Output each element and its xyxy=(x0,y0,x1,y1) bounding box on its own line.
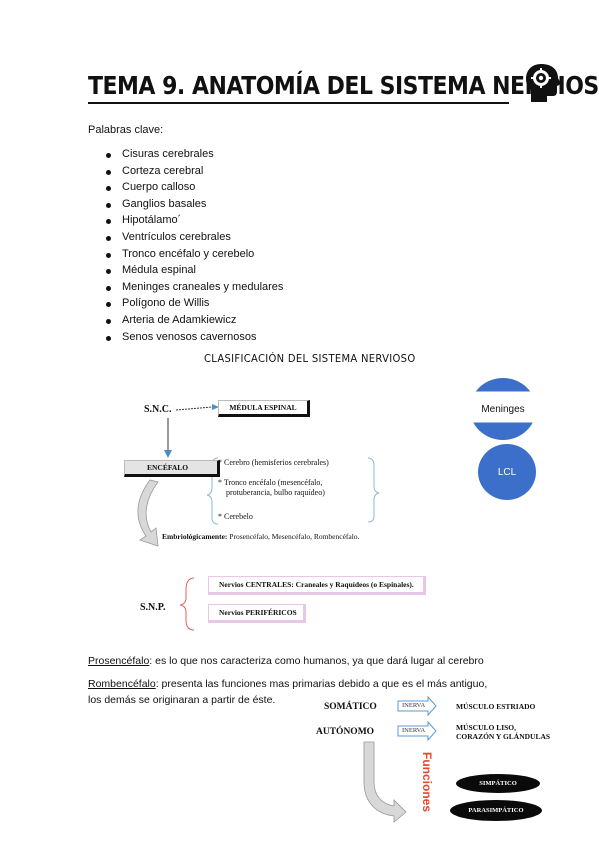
nervios-perifericos-box: Nervios PERIFÉRICOS xyxy=(208,604,306,623)
list-item: Senos venosos cavernosos xyxy=(106,331,283,348)
inerva-arrow-label: INERVA xyxy=(402,702,426,709)
encefalo-item: protuberancia, bulbo raquídeo) xyxy=(226,488,325,497)
brain-head-icon xyxy=(526,64,561,102)
embrio-text: Prosencéfalo, Mesencéfalo, Rombencéfalo. xyxy=(227,532,360,541)
list-item: Cuerpo calloso xyxy=(106,181,283,198)
rombencefalo-paragraph: Rombencéfalo: presenta las funciones mas… xyxy=(88,678,487,690)
meninges-circle: Meninges xyxy=(470,378,536,440)
musculo-estriado-label: MÚSCULO ESTRIADO xyxy=(456,702,536,711)
parasimpatico-pill: PARASIMPÁTICO xyxy=(450,800,542,821)
encefalo-item: * Cerebelo xyxy=(218,512,253,521)
keywords-label: Palabras clave: xyxy=(88,124,164,136)
encefalo-item: * Cerebro (hemisferios cerebrales) xyxy=(218,458,329,467)
rombencefalo-text: : presenta las funciones mas primarias d… xyxy=(155,678,488,690)
keywords-list: Cisuras cerebrales Corteza cerebral Cuer… xyxy=(106,148,283,347)
somatico-label: SOMÁTICO xyxy=(324,702,377,712)
title-underline xyxy=(88,102,509,104)
list-item: Meninges craneales y medulares xyxy=(106,281,283,298)
list-item: Ganglios basales xyxy=(106,198,283,215)
embrio-label: Embriológicamente: xyxy=(162,532,228,541)
list-item: Médula espinal xyxy=(106,264,283,281)
embriologicamente-text: Embriológicamente: Prosencéfalo, Mesencé… xyxy=(162,532,359,541)
rombencefalo-paragraph-line2: los demás se originaran a partir de éste… xyxy=(88,694,276,706)
lcl-circle: LCL xyxy=(476,442,538,502)
funciones-vertical-label: Funciones xyxy=(420,752,434,812)
snp-label: S.N.P. xyxy=(140,602,166,613)
rombencefalo-term: Rombencéfalo xyxy=(88,678,156,690)
prosencefalo-text: : es lo que nos caracteriza como humanos… xyxy=(149,655,484,667)
list-item: Polígono de Willis xyxy=(106,297,283,314)
list-item: Hipotálamo´ xyxy=(106,214,283,231)
list-item: Ventrículos cerebrales xyxy=(106,231,283,248)
corazon-glandulas-label: CORAZÓN Y GLÁNDULAS xyxy=(456,732,551,741)
prosencefalo-term: Prosencéfalo xyxy=(88,655,150,667)
snc-label: S.N.C. xyxy=(144,404,172,415)
classification-diagram: Clasificación del sistema nervioso S.N.C… xyxy=(66,346,546,632)
lcl-label: LCL xyxy=(497,466,517,478)
funciones-text: Funciones xyxy=(420,752,434,812)
meninges-label: Meninges xyxy=(481,403,525,415)
medula-box: MÉDULA ESPINAL xyxy=(218,400,310,417)
autonomo-label: AUTÓNOMO xyxy=(316,727,375,737)
list-item: Arteria de Adamkiewicz xyxy=(106,314,283,331)
nervios-centrales-box: Nervios CENTRALES: Craneales y Raquídeos… xyxy=(208,576,426,595)
list-item: Tronco encéfalo y cerebelo xyxy=(106,248,283,265)
diagram-title: Clasificación del sistema nervioso xyxy=(204,353,416,366)
musculo-liso-label: MÚSCULO LISO, xyxy=(456,723,517,732)
page-title: TEMA 9. ANATOMÍA DEL SISTEMA NERVIOSO xyxy=(88,72,599,101)
list-item: Corteza cerebral xyxy=(106,165,283,182)
inerva-arrow-label: INERVA xyxy=(402,727,426,734)
encefalo-box: ENCÉFALO xyxy=(124,460,220,477)
prosencefalo-paragraph: Prosencéfalo: es lo que nos caracteriza … xyxy=(88,655,484,667)
list-item: Cisuras cerebrales xyxy=(106,148,283,165)
encefalo-item: * Tronco encéfalo (mesencéfalo, xyxy=(218,478,323,487)
simpatico-pill: SIMPÁTICO xyxy=(456,774,540,793)
